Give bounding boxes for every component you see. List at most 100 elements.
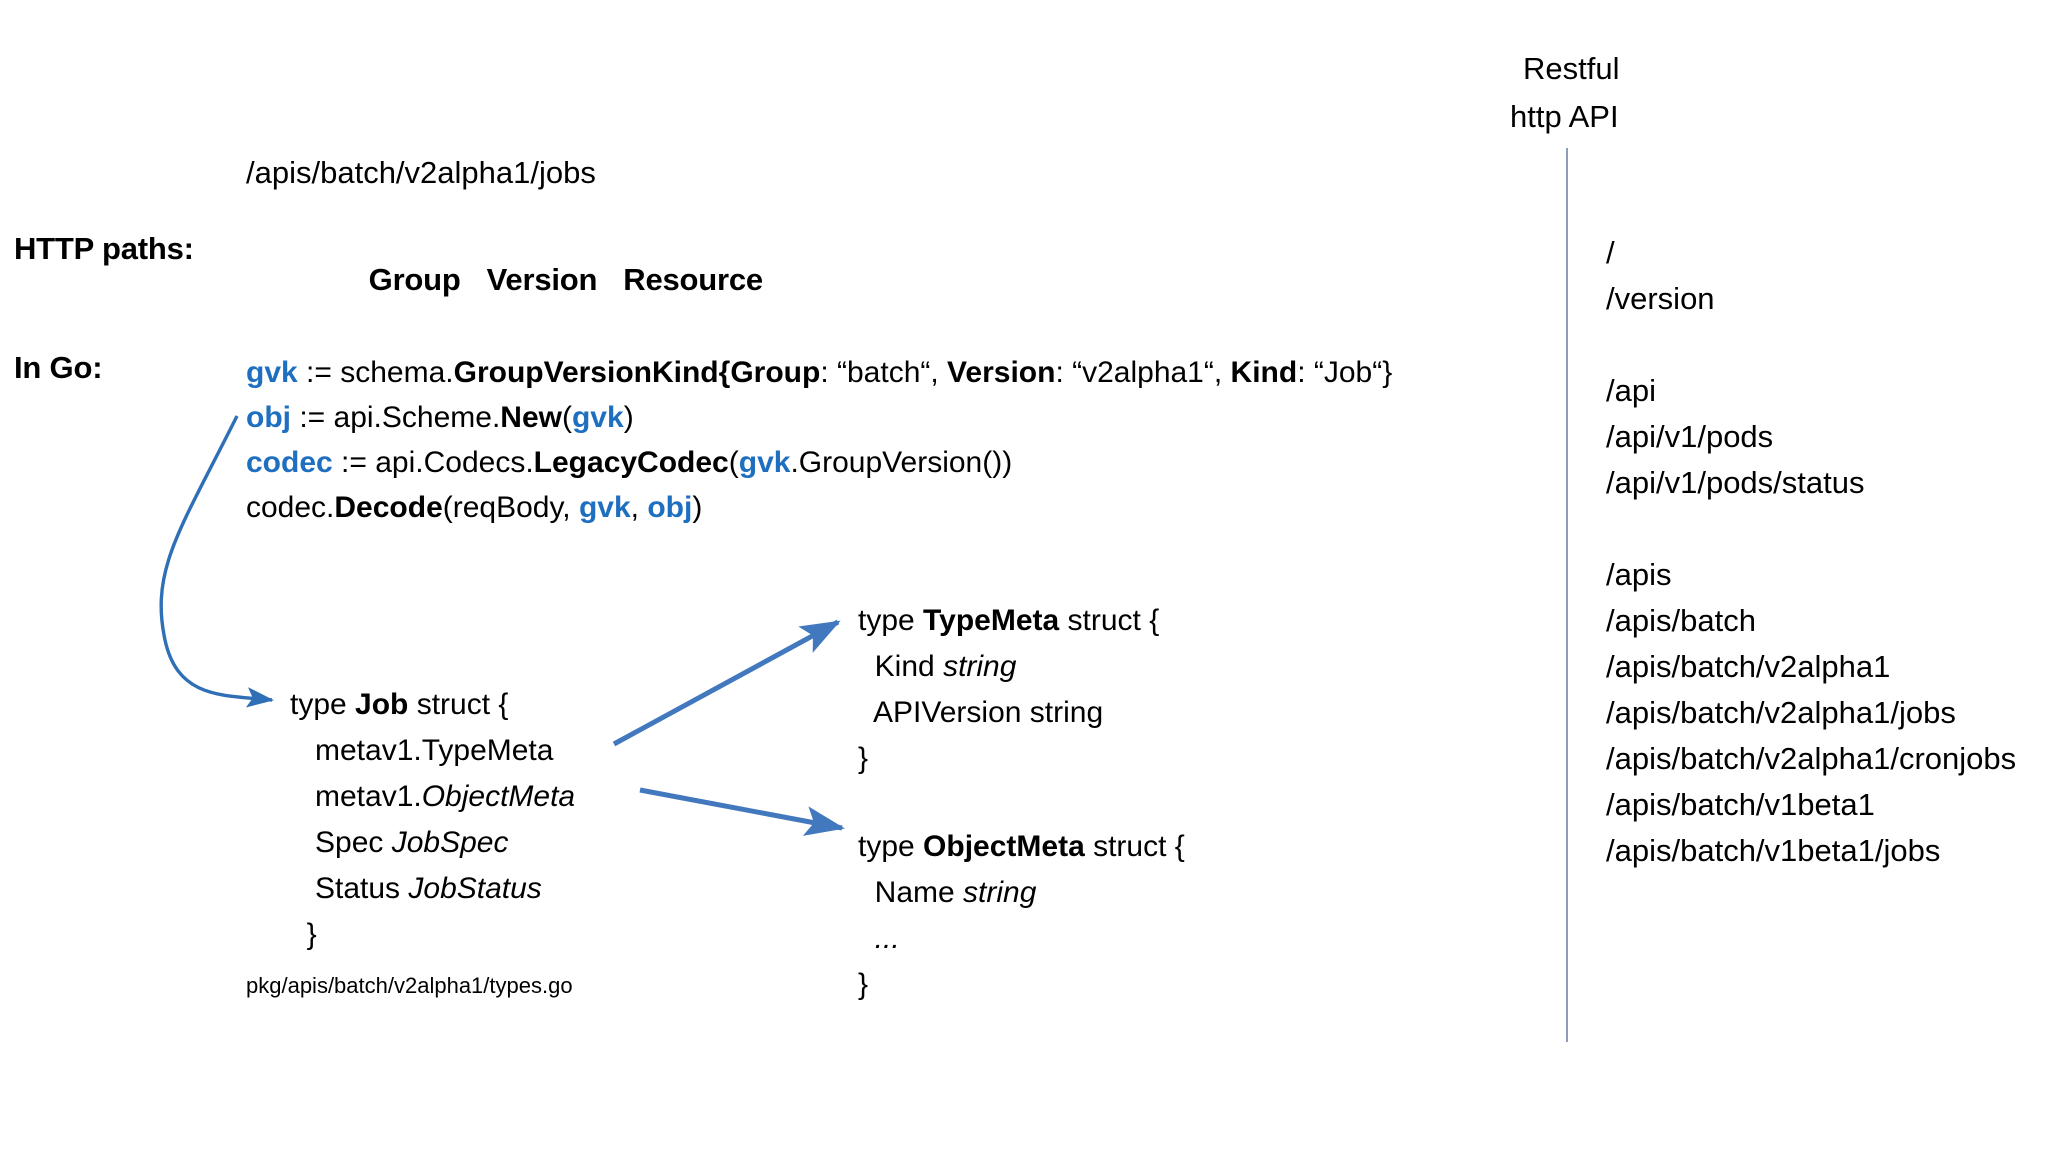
api-path-item: /api/v1/pods/status xyxy=(1606,465,1865,500)
struct-job: type Job struct { metav1.TypeMeta metav1… xyxy=(290,682,575,958)
restful-title-line-2: http API xyxy=(1510,99,1619,134)
field-text: Spec xyxy=(290,826,392,859)
api-path-item: /apis/batch/v1beta1/jobs xyxy=(1606,833,1941,868)
go-var-obj: obj xyxy=(246,401,291,434)
source-file-path: pkg/apis/batch/v2alpha1/types.go xyxy=(246,973,573,998)
go-var-codec: codec xyxy=(246,446,333,479)
struct-typemeta-field-0: Kind string xyxy=(858,644,1159,690)
go-tail-3: .GroupVersion()) xyxy=(790,446,1013,479)
go-paren-close-2: ) xyxy=(623,401,634,434)
path-part-version: Version xyxy=(486,262,598,297)
go-arg-obj-4: obj xyxy=(647,491,693,524)
go-comma-4: , xyxy=(630,491,648,524)
go-func-decode: Decode xyxy=(334,491,443,524)
go-arg-gvk-3: gvk xyxy=(738,446,791,479)
kw-type-job: type xyxy=(290,688,356,721)
field-text: metav1. xyxy=(290,780,422,813)
api-path-item: /api xyxy=(1606,373,1656,408)
go-code-line-2: obj := api.Scheme.New(gvk) xyxy=(246,395,1392,440)
struct-job-field-0: metav1.TypeMeta xyxy=(290,728,575,774)
api-path-list: / /version /api /api/v1/pods /api/v1/pod… xyxy=(1606,230,2016,874)
kw-type-typemeta: type xyxy=(858,604,924,637)
field-type: JobStatus xyxy=(408,872,542,905)
struct-objectmeta-header: type ObjectMeta struct { xyxy=(858,824,1185,870)
field-text: metav1.TypeMeta xyxy=(290,734,554,767)
kw-struct-job: struct { xyxy=(408,688,509,721)
arrow-typemeta xyxy=(612,619,841,747)
api-path-item: /apis/batch/v2alpha1/cronjobs xyxy=(1606,741,2017,776)
go-assign-3: := api.Codecs. xyxy=(332,446,534,479)
go-code-line-1: gvk := schema.GroupVersionKind{Group: “b… xyxy=(246,350,1392,395)
go-code-block: gvk := schema.GroupVersionKind{Group: “b… xyxy=(246,350,1392,530)
http-paths-label: HTTP paths: xyxy=(14,231,194,266)
go-val-version: : “v2alpha1“, xyxy=(1055,356,1231,389)
field-type: ObjectMeta xyxy=(421,780,576,813)
struct-objectmeta-close: } xyxy=(858,968,869,1001)
vertical-divider xyxy=(1566,148,1568,1042)
go-func-new: New xyxy=(500,401,562,434)
api-path-item: / xyxy=(1606,235,1615,270)
struct-name-objectmeta: ObjectMeta xyxy=(923,830,1085,863)
api-path-item: /api/v1/pods xyxy=(1606,419,1774,454)
go-key-version: Version xyxy=(947,356,1056,389)
kw-struct-typemeta: struct { xyxy=(1059,604,1160,637)
go-assign-1: := schema. xyxy=(297,356,454,389)
struct-typemeta: type TypeMeta struct { Kind string APIVe… xyxy=(858,598,1159,782)
struct-job-header: type Job struct { xyxy=(290,682,575,728)
go-func-legacycodec: LegacyCodec xyxy=(533,446,729,479)
api-path-spacer xyxy=(1606,506,2016,552)
path-parts-row: Group Version Resource xyxy=(335,233,763,326)
api-path-item: /apis/batch/v1beta1 xyxy=(1606,787,1875,822)
restful-api-title: Restful http API xyxy=(1510,45,1619,141)
struct-typemeta-header: type TypeMeta struct { xyxy=(858,598,1159,644)
struct-typemeta-field-1: APIVersion string xyxy=(858,690,1159,736)
go-paren-open-2: ( xyxy=(561,401,572,434)
field-type: string xyxy=(943,650,1017,683)
go-val-kind: : “Job“} xyxy=(1297,356,1393,389)
go-paren-open-3: ( xyxy=(728,446,739,479)
in-go-label: In Go: xyxy=(14,350,103,385)
field-text: Name xyxy=(858,876,964,909)
struct-objectmeta-field-1: ... xyxy=(858,916,1185,962)
arrow-objectmeta xyxy=(639,787,845,836)
go-code-line-4: codec.Decode(reqBody, gvk, obj) xyxy=(246,485,1392,530)
api-path-item: /apis/batch/v2alpha1 xyxy=(1606,649,1891,684)
sample-url-text: /apis/batch/v2alpha1/jobs xyxy=(246,155,596,190)
field-text: Kind xyxy=(858,650,944,683)
api-path-item: /apis/batch xyxy=(1606,603,1756,638)
kw-struct-objectmeta: struct { xyxy=(1084,830,1185,863)
struct-objectmeta: type ObjectMeta struct { Name string ...… xyxy=(858,824,1185,1008)
restful-title-line-1: Restful xyxy=(1523,51,1620,86)
go-code-line-3: codec := api.Codecs.LegacyCodec(gvk.Grou… xyxy=(246,440,1392,485)
path-part-group: Group xyxy=(368,262,461,297)
go-paren-open-4: (reqBody, xyxy=(442,491,579,524)
go-recv-codec: codec. xyxy=(246,491,335,524)
struct-job-field-2: Spec JobSpec xyxy=(290,820,575,866)
go-key-kind: Kind xyxy=(1230,356,1298,389)
field-text xyxy=(858,922,875,955)
go-arg-gvk-4: gvk xyxy=(578,491,631,524)
api-path-item: /apis xyxy=(1606,557,1672,592)
struct-job-close: } xyxy=(290,918,317,951)
go-paren-close-4: ) xyxy=(692,491,703,524)
api-path-spacer xyxy=(1606,322,2016,368)
struct-job-field-3: Status JobStatus xyxy=(290,866,575,912)
struct-typemeta-close: } xyxy=(858,742,869,775)
struct-objectmeta-field-0: Name string xyxy=(858,870,1185,916)
struct-name-typemeta: TypeMeta xyxy=(923,604,1060,637)
field-type: JobSpec xyxy=(391,826,509,859)
kw-type-objectmeta: type xyxy=(858,830,924,863)
field-text: APIVersion string xyxy=(858,696,1104,729)
go-key-group: Group xyxy=(730,356,821,389)
go-arg-gvk-2: gvk xyxy=(571,401,624,434)
go-var-gvk: gvk xyxy=(246,356,298,389)
path-part-resource: Resource xyxy=(623,262,763,297)
field-ellipsis: ... xyxy=(874,922,900,955)
go-val-group: : “batch“, xyxy=(820,356,948,389)
field-text: Status xyxy=(290,872,409,905)
go-func-groupversionkind: GroupVersionKind xyxy=(453,356,719,389)
struct-name-job: Job xyxy=(355,688,409,721)
field-type: string xyxy=(963,876,1037,909)
go-brace-open: { xyxy=(718,356,731,389)
